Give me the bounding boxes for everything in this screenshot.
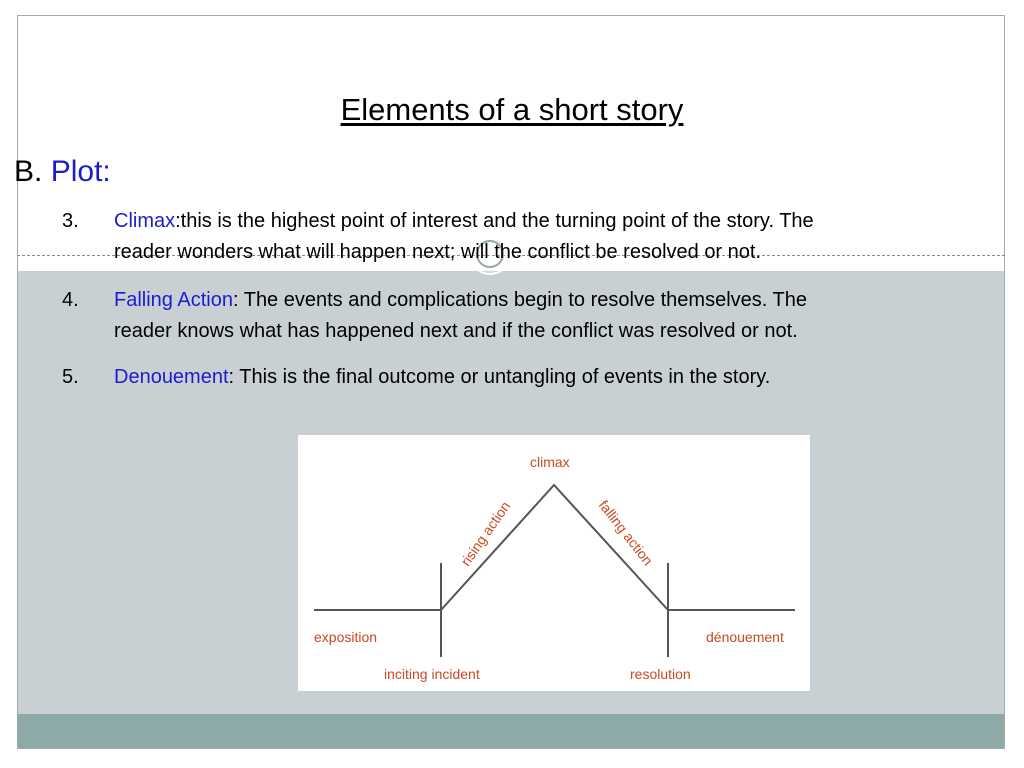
plot-line bbox=[314, 483, 795, 657]
term-climax: Climax bbox=[114, 210, 176, 232]
plot-diagram: climax rising action falling action expo… bbox=[298, 435, 810, 691]
list-item-text-continued: reader wonders what will happen next; wi… bbox=[114, 241, 762, 263]
section-label: Plot: bbox=[50, 155, 111, 188]
label-climax: climax bbox=[530, 454, 570, 470]
label-rising-action: rising action bbox=[457, 498, 513, 568]
label-inciting-incident: inciting incident bbox=[384, 666, 480, 682]
list-item-text-continued: reader knows what has happened next and … bbox=[114, 320, 798, 342]
slide-footer-band bbox=[18, 714, 1004, 748]
label-exposition: exposition bbox=[314, 629, 377, 645]
list-item-text: : The events and complications begin to … bbox=[232, 289, 807, 311]
circle-ornament-icon bbox=[469, 233, 511, 275]
list-item-body: Falling Action: The events and complicat… bbox=[114, 285, 1014, 347]
plot-diagram-svg: climax rising action falling action expo… bbox=[314, 454, 795, 682]
slide-title: Elements of a short story bbox=[340, 92, 684, 127]
list-item-body: Denouement: This is the final outcome or… bbox=[114, 362, 1014, 393]
label-resolution: resolution bbox=[630, 666, 691, 682]
list-item-text: :this is the highest point of interest a… bbox=[175, 210, 814, 232]
label-falling-action: falling action bbox=[596, 497, 657, 568]
term-falling-action: Falling Action bbox=[114, 289, 233, 311]
list-item-number: 4. bbox=[62, 289, 79, 311]
slide-top-band bbox=[18, 16, 1004, 271]
section-heading: B. Plot: bbox=[14, 155, 111, 189]
label-denouement: dénouement bbox=[706, 629, 784, 645]
dashed-divider bbox=[17, 255, 1005, 256]
list-item-body: Climax:this is the highest point of inte… bbox=[114, 206, 1014, 268]
section-letter: B. bbox=[14, 155, 43, 188]
plot-curve bbox=[314, 483, 795, 611]
list-item-number: 3. bbox=[62, 210, 79, 232]
list-item-number: 5. bbox=[62, 366, 79, 388]
list-item-text: : This is the final outcome or untanglin… bbox=[228, 366, 771, 388]
term-denouement: Denouement bbox=[114, 366, 229, 388]
